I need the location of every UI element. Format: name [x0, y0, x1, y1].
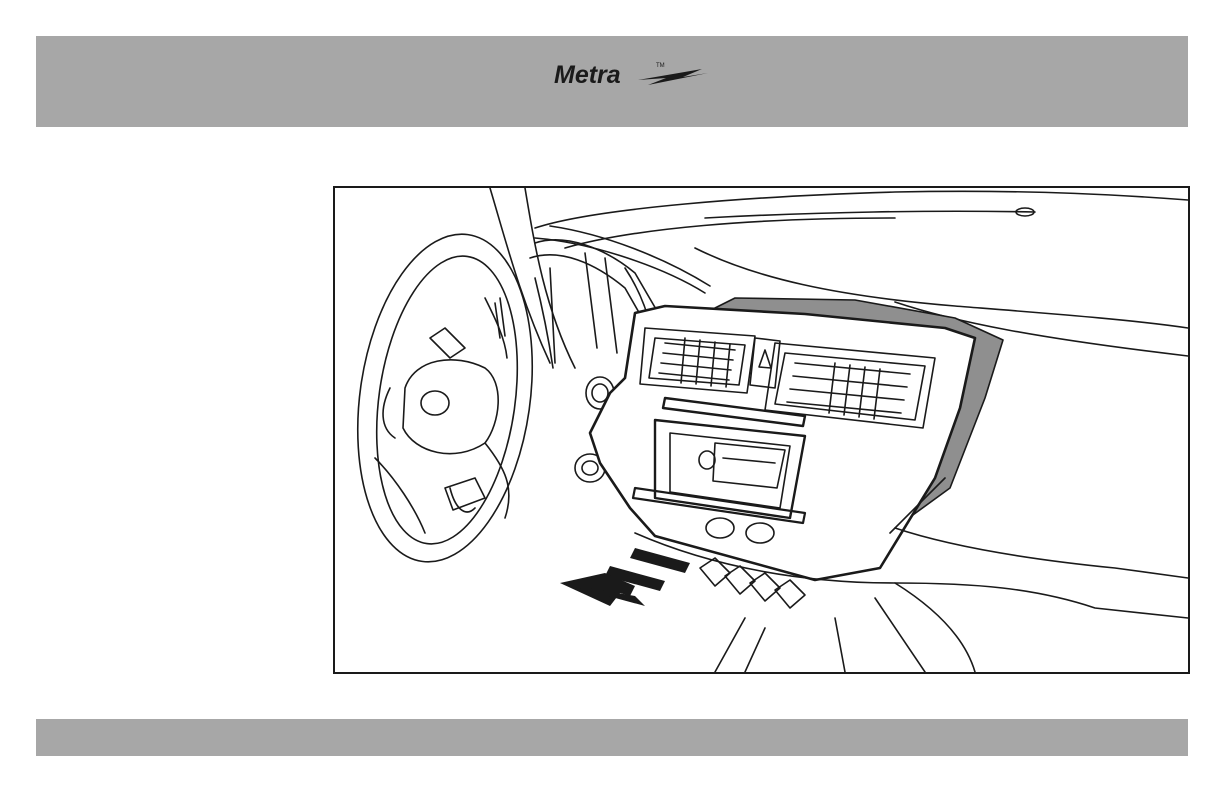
removal-direction-arrow-icon — [560, 548, 690, 606]
steering-wheel — [338, 223, 552, 573]
metra-logo: Metra TM — [552, 58, 710, 90]
svg-text:Metra: Metra — [554, 61, 621, 89]
installation-figure — [333, 186, 1190, 674]
svg-text:TM: TM — [656, 63, 665, 69]
footer-band — [36, 719, 1188, 756]
